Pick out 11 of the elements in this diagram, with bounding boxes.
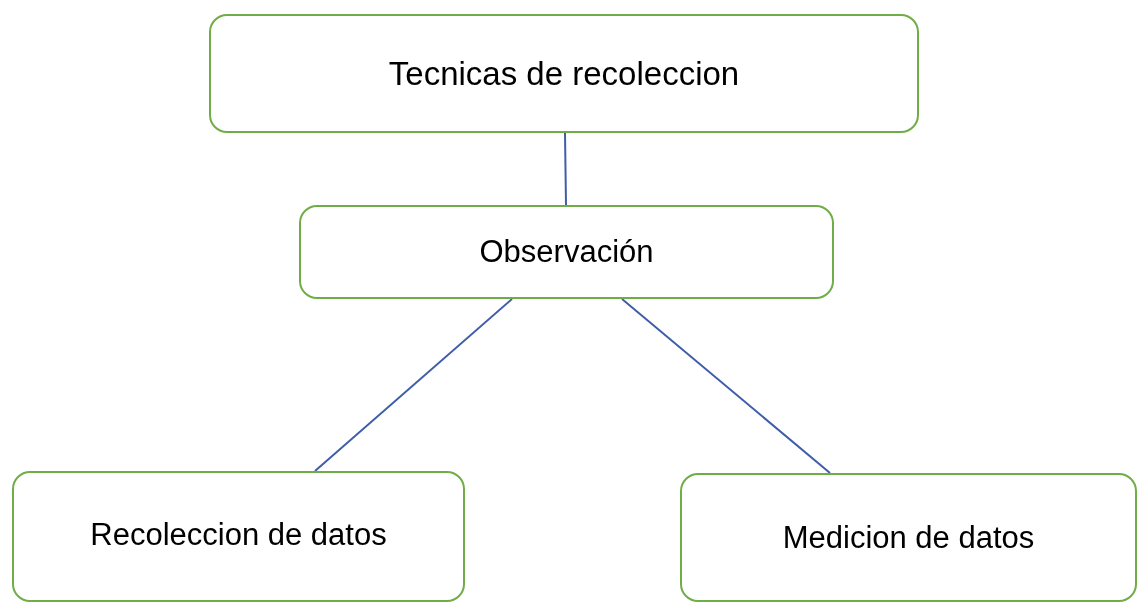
- connector-line: [564, 132, 567, 206]
- node-label: Medicion de datos: [782, 519, 1035, 556]
- rounded-box: [680, 473, 1137, 602]
- rounded-box: [299, 205, 834, 299]
- node-label: Recoleccion de datos: [90, 517, 387, 553]
- rounded-box: [12, 471, 465, 602]
- node-label: Observación: [479, 234, 654, 270]
- rounded-box: [209, 14, 919, 133]
- connector-line: [314, 298, 513, 472]
- node-label: Tecnicas de recoleccion: [388, 54, 740, 93]
- connector-line: [621, 298, 831, 474]
